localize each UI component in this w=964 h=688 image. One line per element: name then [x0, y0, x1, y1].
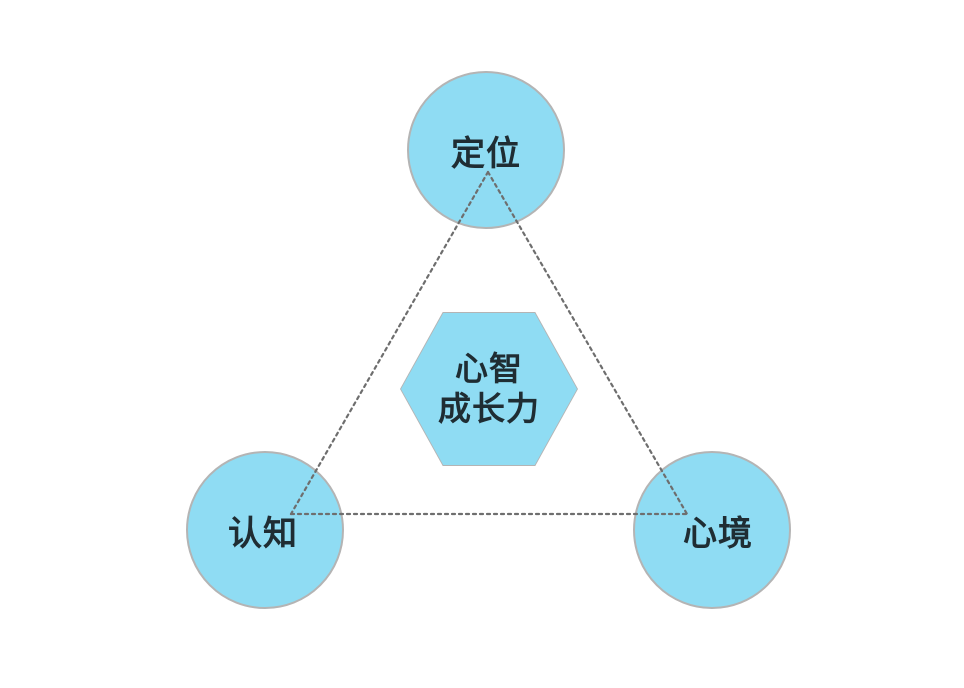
center-label-line2: 成长力 [438, 389, 540, 428]
node-mindset: 心境 [633, 451, 791, 609]
node-cognition-label: 认知 [228, 513, 298, 554]
center-hexagon-frame: 心智 成长力 [400, 312, 578, 466]
node-positioning-label: 定位 [451, 133, 521, 174]
center-label-line1: 心智 [455, 349, 523, 388]
connector-top-right [486, 170, 689, 516]
node-positioning: 定位 [407, 71, 565, 229]
connector-top-left [289, 170, 490, 516]
node-cognition: 认知 [186, 451, 344, 609]
node-mindset-label: 心境 [683, 513, 753, 554]
center-hexagon: 心智 成长力 [401, 313, 577, 465]
